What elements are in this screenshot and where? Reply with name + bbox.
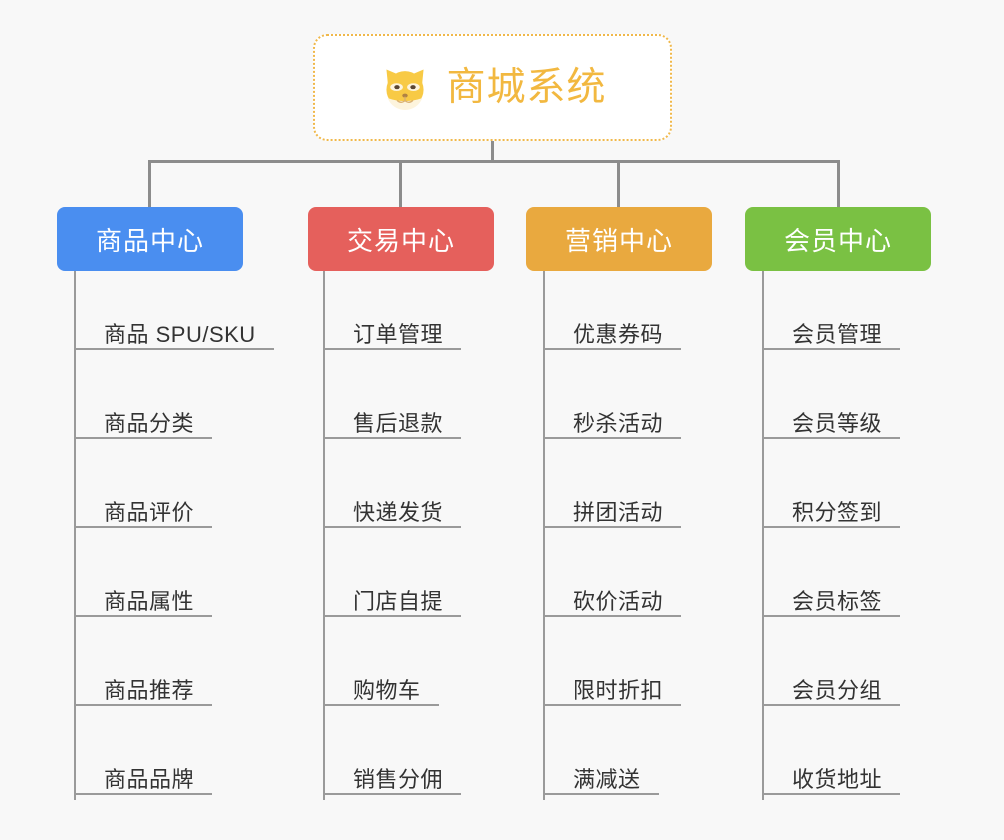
- connector-drop-4: [837, 160, 840, 207]
- root-title: 商城系统: [446, 66, 607, 109]
- leaf-item[interactable]: 门店自提: [323, 579, 462, 617]
- leaf-item[interactable]: 商品 SPU/SKU: [74, 312, 274, 350]
- leaf-label: 会员标签: [792, 589, 883, 614]
- leaf-item[interactable]: 快递发货: [323, 490, 462, 528]
- leaf-item[interactable]: 限时折扣: [543, 668, 682, 706]
- leaf-label: 商品 SPU/SKU: [104, 322, 256, 347]
- connector-drop-1: [148, 160, 151, 207]
- leaf-item[interactable]: 收货地址: [762, 757, 901, 795]
- leaf-label: 销售分佣: [353, 767, 444, 792]
- leaf-item[interactable]: 商品品牌: [74, 757, 213, 795]
- category-label: 交易中心: [346, 225, 455, 256]
- leaf-item[interactable]: 商品属性: [74, 579, 213, 617]
- leaf-item[interactable]: 积分签到: [762, 490, 901, 528]
- leaf-label: 满减送: [573, 767, 641, 792]
- branch-spine-member-center: [762, 271, 764, 800]
- leaf-item[interactable]: 会员管理: [762, 312, 901, 350]
- leaf-label: 商品分类: [104, 411, 195, 436]
- branch-spine-marketing-center: [543, 271, 545, 800]
- leaf-item[interactable]: 商品分类: [74, 401, 213, 439]
- leaf-label: 购物车: [353, 678, 421, 703]
- leaf-label: 商品品牌: [104, 767, 195, 792]
- leaf-item[interactable]: 购物车: [323, 668, 439, 706]
- leaf-label: 优惠券码: [573, 322, 664, 347]
- leaf-label: 积分签到: [792, 500, 883, 525]
- dog-face-icon: [378, 61, 432, 115]
- leaf-item[interactable]: 砍价活动: [543, 579, 682, 617]
- branch-spine-product-center: [74, 271, 76, 800]
- category-label: 营销中心: [564, 225, 673, 256]
- root-node-mall-system[interactable]: 商城系统: [313, 34, 672, 141]
- leaf-item[interactable]: 订单管理: [323, 312, 462, 350]
- leaf-label: 商品推荐: [104, 678, 195, 703]
- leaf-label: 门店自提: [353, 589, 444, 614]
- category-label: 商品中心: [95, 225, 204, 256]
- leaf-label: 售后退款: [353, 411, 444, 436]
- leaf-label: 会员等级: [792, 411, 883, 436]
- leaf-label: 秒杀活动: [573, 411, 664, 436]
- connector-drop-2: [399, 160, 402, 207]
- leaf-item[interactable]: 满减送: [543, 757, 659, 795]
- leaf-label: 收货地址: [792, 767, 883, 792]
- category-label: 会员中心: [783, 225, 892, 256]
- leaf-item[interactable]: 会员等级: [762, 401, 901, 439]
- leaf-item[interactable]: 拼团活动: [543, 490, 682, 528]
- category-box-member-center[interactable]: 会员中心: [745, 207, 931, 271]
- category-box-product-center[interactable]: 商品中心: [57, 207, 243, 271]
- leaf-label: 限时折扣: [573, 678, 664, 703]
- connector-bus: [148, 160, 840, 163]
- connector-drop-3: [617, 160, 620, 207]
- connector-root-stem: [491, 141, 494, 163]
- leaf-item[interactable]: 商品推荐: [74, 668, 213, 706]
- leaf-label: 订单管理: [353, 322, 444, 347]
- leaf-label: 快递发货: [353, 500, 444, 525]
- leaf-item[interactable]: 销售分佣: [323, 757, 462, 795]
- leaf-item[interactable]: 优惠券码: [543, 312, 682, 350]
- leaf-label: 商品属性: [104, 589, 195, 614]
- category-box-marketing-center[interactable]: 营销中心: [526, 207, 712, 271]
- leaf-item[interactable]: 秒杀活动: [543, 401, 682, 439]
- leaf-item[interactable]: 售后退款: [323, 401, 462, 439]
- leaf-label: 会员管理: [792, 322, 883, 347]
- category-box-trade-center[interactable]: 交易中心: [308, 207, 494, 271]
- leaf-item[interactable]: 会员标签: [762, 579, 901, 617]
- leaf-item[interactable]: 会员分组: [762, 668, 901, 706]
- leaf-label: 商品评价: [104, 500, 195, 525]
- leaf-label: 拼团活动: [573, 500, 664, 525]
- branch-spine-trade-center: [323, 271, 325, 800]
- leaf-label: 砍价活动: [573, 589, 664, 614]
- leaf-label: 会员分组: [792, 678, 883, 703]
- leaf-item[interactable]: 商品评价: [74, 490, 213, 528]
